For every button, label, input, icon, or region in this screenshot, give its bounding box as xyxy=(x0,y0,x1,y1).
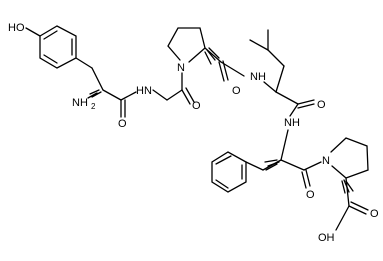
tyrosine-nh2-wedge xyxy=(87,89,102,99)
proline-2-acid-o-label: O xyxy=(370,208,379,220)
proline-1-amide-bond xyxy=(220,61,245,77)
proline-2-ca-carboxyl-bond xyxy=(345,177,350,207)
tyrosine-nh2-label: NH xyxy=(72,97,88,109)
proline-2-n-label: N xyxy=(322,155,330,167)
phenylalanine-co-double-2 xyxy=(305,169,311,187)
tyrosine-oh-label: HO xyxy=(8,22,25,34)
phenylalanine-benzene-ring xyxy=(211,151,247,193)
proline-2-ring xyxy=(330,137,369,179)
proline-1-residue: N O xyxy=(167,27,245,97)
glycine-nh-label: N xyxy=(144,85,152,97)
phenylalanine-nh-label: N xyxy=(284,117,292,129)
phenylalanine-amide-bond xyxy=(303,161,322,171)
tyrosine-oh-bond xyxy=(25,27,41,37)
leucine-cb-cg-bond xyxy=(267,49,285,67)
glycine-nh-h-label: H xyxy=(136,85,144,97)
phenylalanine-nh-h-label: H xyxy=(292,117,300,129)
leucine-cg-cd2-bond xyxy=(249,39,269,51)
phenylalanine-ca-carbonyl-bond xyxy=(280,159,305,171)
phenylalanine-co-double-1 xyxy=(301,171,307,189)
leucine-ca-cb-bond xyxy=(275,65,285,93)
phenylalanine-carbonyl-o-label: O xyxy=(306,189,315,201)
phenylalanine-ca-ch2-bond xyxy=(262,159,282,171)
tyrosine-amide-bond xyxy=(120,91,137,101)
glycine-n-ca-bond xyxy=(152,89,168,101)
proline-2-co-double-2 xyxy=(350,201,369,211)
tyrosine-carbonyl-bond xyxy=(102,89,122,101)
proline-2-acid-oh-label: OH xyxy=(318,232,335,244)
glycine-co-double-2 xyxy=(185,87,195,103)
tyrosine-ring-double-bonds xyxy=(43,30,73,64)
leucine-amide-bond xyxy=(289,103,299,117)
proline-1-co-double-1 xyxy=(218,61,225,82)
proline-2-residue: N O OH xyxy=(318,137,379,244)
glycine-ca-carbonyl-bond xyxy=(166,89,183,101)
leucine-carbonyl-o-label: O xyxy=(317,99,326,111)
tyrosine-nh2-subscript: 2 xyxy=(91,102,96,111)
proline-2-co-double-1 xyxy=(348,205,367,215)
leucine-nh-label: N xyxy=(250,71,258,83)
leucine-ca-carbonyl-bond xyxy=(275,91,299,105)
glycine-residue: H N O xyxy=(136,72,201,112)
proline-1-carbonyl-bond xyxy=(204,47,222,63)
proline-1-carbonyl-o-label: O xyxy=(232,85,241,97)
leucine-co-double-1 xyxy=(297,99,315,105)
proline-1-ring xyxy=(167,27,206,63)
phenylalanine-ring-double-bonds xyxy=(215,155,243,189)
glycine-co-double-1 xyxy=(181,89,191,105)
phenylalanine-n-ca-bond xyxy=(280,129,289,161)
leucine-residue: N H O xyxy=(249,29,326,117)
glycine-carbonyl-o-label: O xyxy=(192,100,201,112)
tyrosine-ch2-bond xyxy=(75,57,93,69)
phenylalanine-ch2-ring-bond xyxy=(245,161,264,171)
leucine-nh-h-label: H xyxy=(258,71,266,83)
proline-1-n-label: N xyxy=(177,62,185,74)
proline-2-carboxyl-oh-bond xyxy=(335,205,350,231)
leucine-n-ca-bond xyxy=(263,81,277,93)
tyrosine-phenol-ring xyxy=(39,25,77,69)
tyrosine-carbonyl-o-label: O xyxy=(118,118,127,130)
tyrosine-residue: HO NH 2 O xyxy=(8,22,137,130)
tyrosine-ca-bond xyxy=(91,67,104,91)
leucine-co-double-2 xyxy=(297,103,315,109)
phenylalanine-residue: N H O xyxy=(211,117,322,201)
